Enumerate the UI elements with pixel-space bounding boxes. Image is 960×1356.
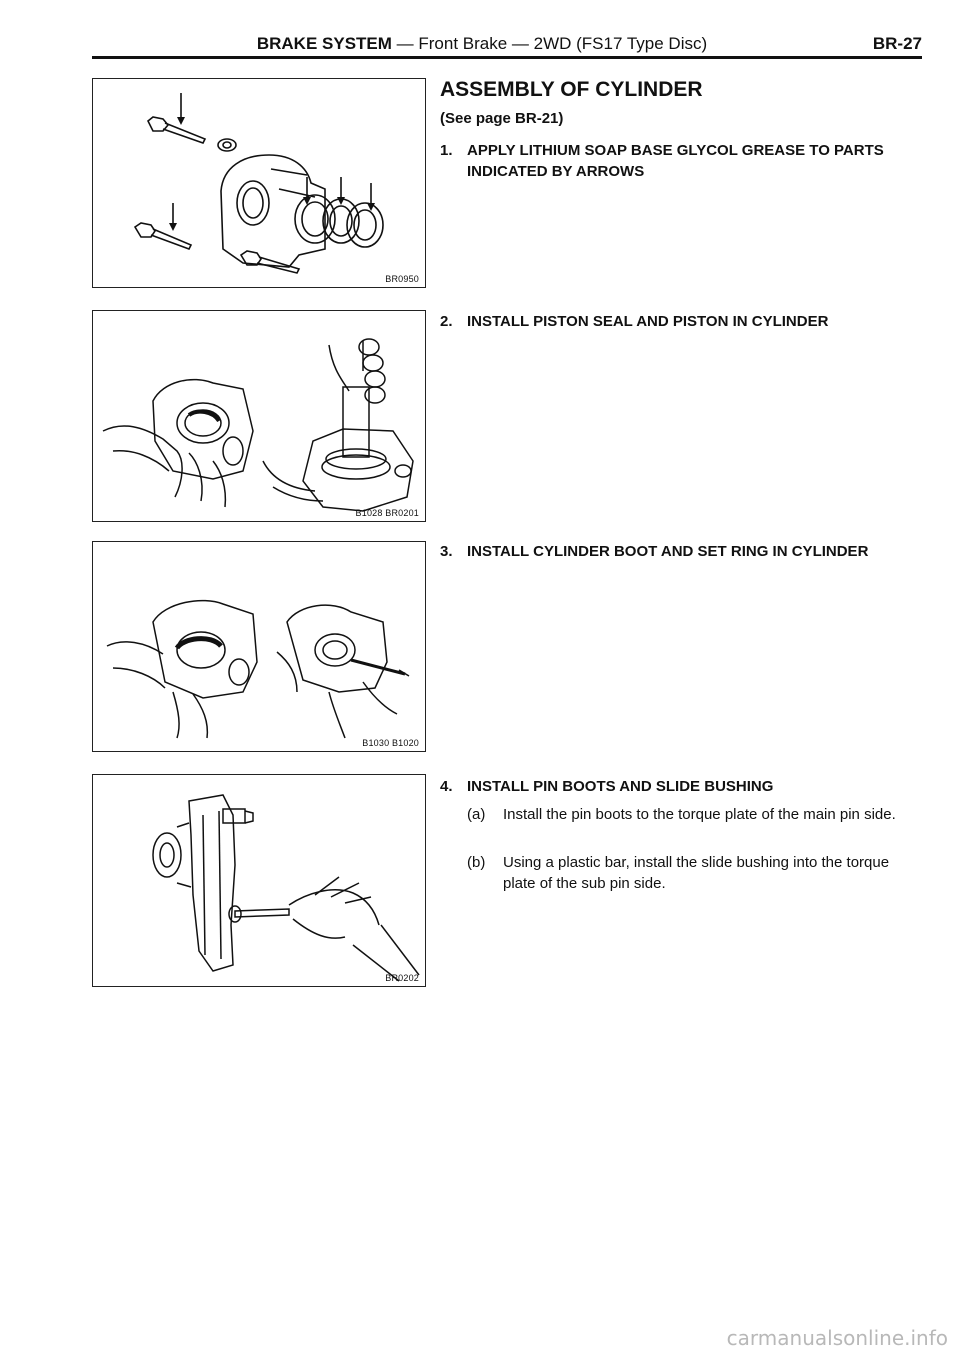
step-number: 1. [440, 142, 453, 159]
figure-code: B1030 B1020 [362, 738, 419, 748]
watermark: carmanualsonline.info [726, 1326, 948, 1350]
bushing-illustration [152, 794, 420, 982]
piston-illustration [102, 338, 414, 512]
page-header: BRAKE SYSTEM — Front Brake — 2WD (FS17 T… [92, 28, 922, 56]
substep-text: Using a plastic bar, install the slide b… [503, 854, 890, 892]
step-text: INSTALL CYLINDER BOOT AND SET RING IN CY… [467, 543, 869, 560]
boot-illustration [106, 599, 410, 739]
parts-illustration [133, 93, 384, 274]
page-number: BR-27 [872, 34, 922, 53]
figure-code: BR0202 [385, 973, 419, 983]
header-system: BRAKE SYSTEM [256, 34, 392, 53]
see-page-reference: (See page BR-21) [440, 110, 564, 127]
figure-code: BR0950 [385, 274, 419, 284]
figure-boot-install: B1030 B1020 [92, 541, 426, 752]
step-number: 3. [440, 543, 453, 560]
step-text: APPLY LITHIUM SOAP BASE GLYCOL GREASE TO… [467, 142, 884, 180]
step-number: 2. [440, 313, 453, 330]
substep-label: (b) [467, 854, 486, 871]
step-text: INSTALL PISTON SEAL AND PISTON IN CYLIND… [467, 313, 829, 330]
figure-bushing-install: BR0202 [92, 774, 426, 987]
step-text: INSTALL PIN BOOTS AND SLIDE BUSHING [467, 778, 774, 795]
figure-code: B1028 BR0201 [355, 508, 419, 518]
header-title: BRAKE SYSTEM — Front Brake — 2WD (FS17 T… [92, 34, 872, 54]
figure-parts-exploded: BR0950 [92, 78, 426, 288]
header-rule [92, 56, 922, 59]
section-title: ASSEMBLY OF CYLINDER [440, 78, 703, 101]
substep-text: Install the pin boots to the torque plat… [503, 806, 896, 823]
step-number: 4. [440, 778, 453, 795]
header-subtitle: — Front Brake — 2WD (FS17 Type Disc) [391, 34, 708, 53]
figure-piston-install: B1028 BR0201 [92, 310, 426, 522]
substep-label: (a) [467, 806, 486, 823]
